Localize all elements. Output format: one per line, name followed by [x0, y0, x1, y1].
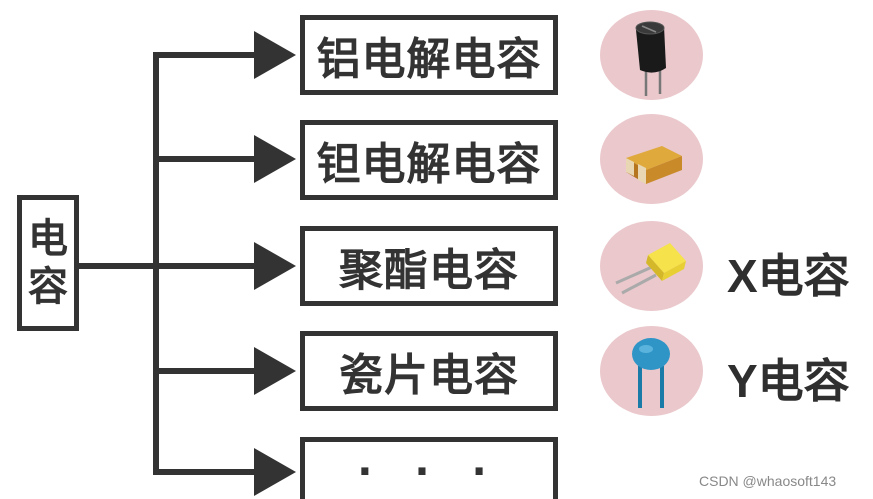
root-node-capacitor: 电 容 [17, 195, 79, 331]
y-capacitor-label: Y电容 [727, 355, 850, 407]
x-capacitor-label: X电容 [727, 250, 850, 302]
watermark-text: CSDN @whaosoft143 [699, 473, 837, 489]
category-node-more: · · · [300, 437, 558, 499]
polyester-capacitor-icon [600, 221, 703, 311]
category-node-ceramic: 瓷片电容 [300, 331, 558, 411]
category-node-polyester: 聚酯电容 [300, 226, 558, 306]
category-node-aluminum-electrolytic: 铝电解电容 [300, 15, 558, 95]
aluminum-electrolytic-capacitor-icon [600, 10, 703, 100]
ceramic-capacitor-icon [600, 326, 703, 416]
root-char-2: 容 [28, 264, 68, 310]
category-node-tantalum-electrolytic: 钽电解电容 [300, 120, 558, 200]
root-char-1: 电 [28, 216, 68, 262]
tantalum-capacitor-icon [600, 114, 703, 204]
